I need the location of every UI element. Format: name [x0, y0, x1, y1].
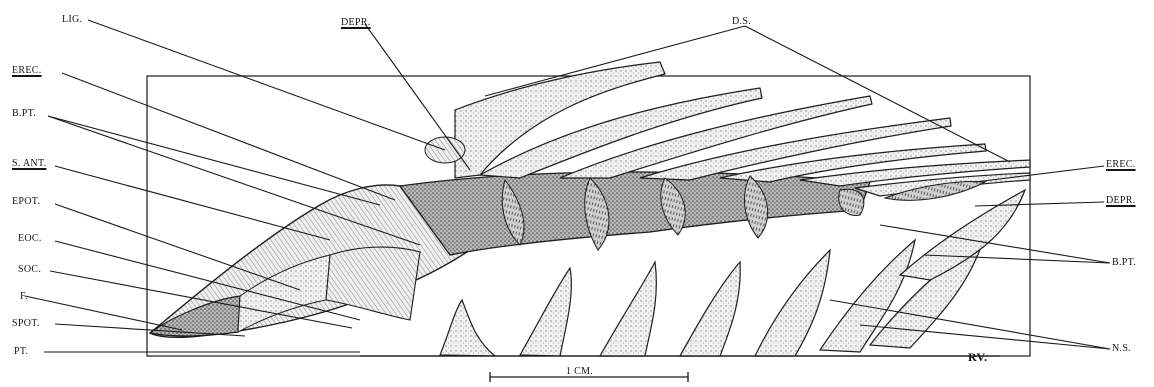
label-spot: SPOT. [12, 318, 40, 329]
label-lig: LIG. [62, 14, 82, 25]
label-f: F. [20, 291, 28, 302]
scale-bar-label: 1 CM. [566, 366, 593, 377]
label-soc: SOC. [18, 264, 41, 275]
muscle-band [400, 172, 870, 255]
label-bpt-left: B.PT. [12, 108, 36, 119]
label-ds: D.S. [732, 16, 751, 27]
label-bpt-right: B.PT. [1112, 257, 1136, 268]
label-depr-right: DEPR. [1106, 195, 1136, 206]
label-s-ant: S. ANT. [12, 158, 46, 169]
label-epot: EPOT. [12, 196, 40, 207]
artist-signature: RV. [968, 352, 987, 363]
label-pt: PT. [14, 346, 28, 357]
label-ns: N.S. [1112, 343, 1131, 354]
label-eoc: EOC. [18, 233, 42, 244]
label-erec-left: EREC. [12, 65, 42, 76]
label-erec-right: EREC. [1106, 159, 1136, 170]
label-depr-top: DEPR. [341, 17, 371, 28]
